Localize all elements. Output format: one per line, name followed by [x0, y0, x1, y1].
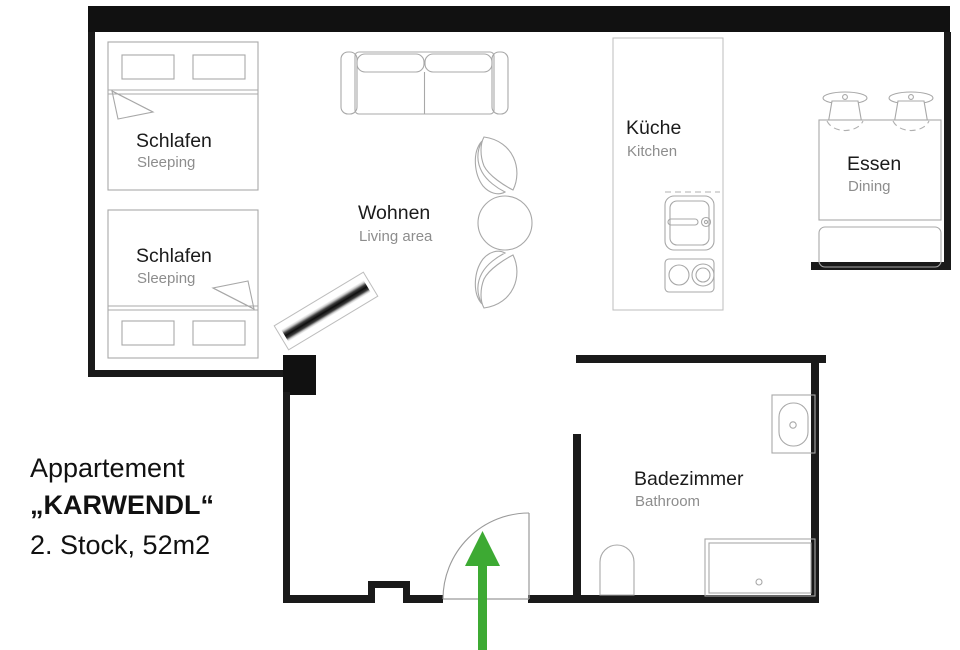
kitchen-stove — [664, 258, 715, 293]
room-label-sleeping-1-de: Schlafen — [136, 130, 212, 152]
bench — [818, 226, 942, 268]
room-label-sleeping-2-de: Schlafen — [136, 245, 212, 267]
dining-table — [818, 119, 942, 221]
room-label-bathroom-en: Bathroom — [635, 493, 700, 510]
bed-upper — [107, 41, 259, 191]
wall-hallway-left — [283, 392, 290, 602]
title-line-3: 2. Stock, 52m2 — [30, 530, 210, 560]
wall-top — [88, 6, 950, 32]
mirror-panel — [273, 271, 379, 351]
title-block: Appartement „KARWENDL“ 2. Stock, 52m2 — [30, 453, 214, 560]
room-label-bathroom-de: Badezimmer — [634, 468, 744, 490]
title-line-2: „KARWENDL“ — [30, 490, 214, 520]
kitchen-sink — [664, 191, 720, 251]
wall-right-lower — [811, 355, 819, 603]
sofa — [340, 51, 509, 115]
wall-pier-column — [283, 355, 316, 395]
toilet — [599, 544, 635, 596]
wall-hallway-bottom-left — [283, 595, 368, 603]
room-label-dining: Essen Dining — [847, 153, 901, 195]
armchair-upper — [474, 136, 518, 195]
room-label-living-de: Wohnen — [358, 202, 430, 224]
wall-bathroom-partition — [573, 434, 581, 599]
room-label-dining-de: Essen — [847, 153, 901, 175]
room-label-sleeping-2: Schlafen Sleeping — [136, 245, 212, 287]
wall-bottom-right-of-door — [528, 595, 818, 603]
title-line-1: Appartement — [30, 453, 185, 483]
wall-bottom-notch-left — [368, 581, 375, 603]
bed-lower — [107, 209, 259, 359]
room-label-bathroom: Badezimmer Bathroom — [634, 468, 744, 510]
wash-basin — [771, 394, 816, 454]
armchair-lower — [474, 250, 518, 309]
wall-right-step — [811, 262, 951, 270]
bathtub — [704, 538, 816, 597]
wall-left-outer — [88, 32, 95, 377]
room-label-kitchen-en: Kitchen — [627, 143, 677, 160]
room-label-living-en: Living area — [359, 228, 433, 245]
room-label-sleeping-1: Schlafen Sleeping — [136, 130, 212, 171]
room-label-kitchen: Küche Kitchen — [626, 117, 681, 160]
wall-bottom-notch-right — [403, 581, 410, 603]
room-label-sleeping-1-en: Sleeping — [137, 154, 195, 171]
wall-right-upper — [944, 32, 951, 268]
wall-bottom-after-notch — [403, 595, 443, 603]
wall-bottom-notch-top — [368, 581, 410, 588]
wall-bathroom-top — [576, 355, 826, 363]
walls-group — [88, 6, 951, 603]
room-label-sleeping-2-en: Sleeping — [137, 270, 195, 287]
wall-bedroom-bottom — [88, 370, 288, 377]
room-label-kitchen-de: Küche — [626, 117, 681, 139]
kitchen-counter — [612, 37, 724, 311]
room-label-living: Wohnen Living area — [358, 202, 433, 245]
round-table — [477, 195, 533, 251]
room-label-dining-en: Dining — [848, 178, 891, 195]
entrance-arrow — [465, 531, 500, 650]
